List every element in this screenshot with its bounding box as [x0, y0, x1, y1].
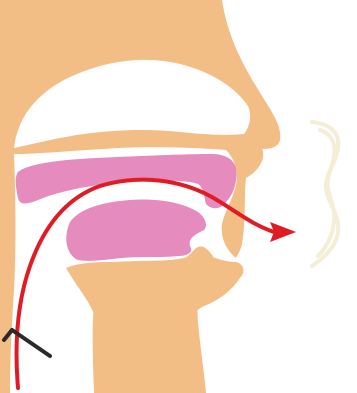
airflow-diagram — [0, 0, 357, 393]
